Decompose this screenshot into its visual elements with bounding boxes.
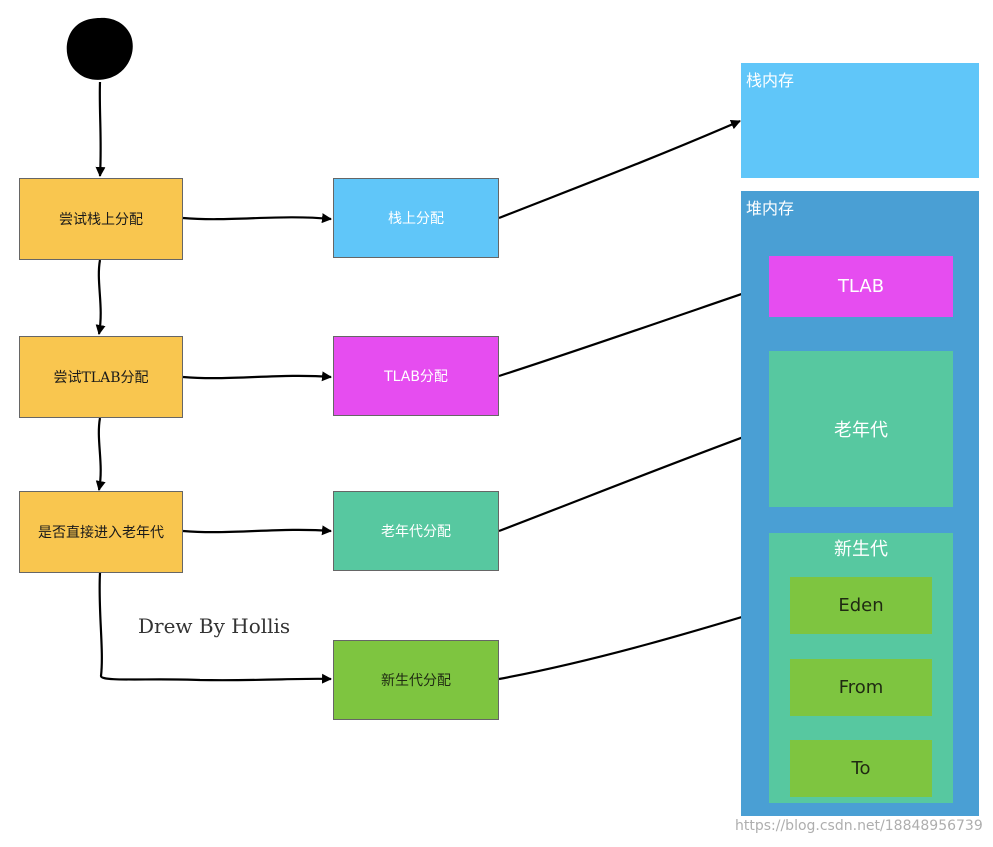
stack-memory-label: 栈内存 bbox=[746, 71, 795, 90]
decision-step-old-gen: 是否直接进入老年代 bbox=[19, 491, 183, 573]
tlab-area: TLAB bbox=[769, 256, 953, 317]
alloc-step-old-gen: 老年代分配 bbox=[333, 491, 499, 571]
to-area-label: To bbox=[851, 758, 871, 779]
arrow-step3-to-young-alloc bbox=[98, 572, 332, 684]
old-gen-area-label: 老年代 bbox=[834, 420, 888, 441]
arrow-step3-to-old-alloc bbox=[182, 525, 332, 536]
alloc-step-young-gen: 新生代分配 bbox=[333, 640, 499, 720]
arrow-step1-to-step2 bbox=[95, 259, 106, 335]
to-area: To bbox=[790, 740, 932, 797]
arrow-step2-to-step3 bbox=[95, 417, 106, 491]
alloc-step-tlab-label: TLAB分配 bbox=[384, 369, 448, 385]
young-gen-area-label: 新生代 bbox=[834, 539, 888, 560]
alloc-step-stack-label: 栈上分配 bbox=[388, 211, 444, 227]
tlab-area-label: TLAB bbox=[837, 276, 885, 297]
arrow-step2-to-tlab-alloc bbox=[182, 371, 332, 382]
alloc-step-young-gen-label: 新生代分配 bbox=[381, 673, 451, 689]
arrow-start-to-step1 bbox=[95, 81, 106, 177]
alloc-step-stack: 栈上分配 bbox=[333, 178, 499, 258]
stack-memory-region: 栈内存 bbox=[741, 63, 979, 178]
eden-area: Eden bbox=[790, 577, 932, 634]
decision-step-tlab-label: 尝试TLAB分配 bbox=[53, 370, 149, 386]
watermark-text: https://blog.csdn.net/18848956739 bbox=[735, 818, 983, 834]
arrow-tlab-alloc-to-tlab bbox=[498, 283, 769, 378]
arrow-stack-alloc-to-stack-memory bbox=[498, 119, 741, 220]
decision-step-tlab: 尝试TLAB分配 bbox=[19, 336, 183, 418]
from-area: From bbox=[790, 659, 932, 716]
decision-step-stack-label: 尝试栈上分配 bbox=[59, 212, 143, 228]
alloc-step-old-gen-label: 老年代分配 bbox=[381, 524, 451, 540]
old-gen-area: 老年代 bbox=[769, 351, 953, 507]
arrow-step1-to-stack-alloc bbox=[182, 213, 332, 224]
start-node bbox=[66, 17, 133, 80]
from-area-label: From bbox=[838, 677, 884, 698]
eden-area-label: Eden bbox=[838, 595, 884, 616]
alloc-step-tlab: TLAB分配 bbox=[333, 336, 499, 416]
author-signature: Drew By Hollis bbox=[138, 614, 291, 638]
decision-step-old-gen-label: 是否直接进入老年代 bbox=[38, 525, 164, 541]
decision-step-stack: 尝试栈上分配 bbox=[19, 178, 183, 260]
arrow-old-alloc-to-old-gen bbox=[498, 426, 769, 533]
heap-memory-label: 堆内存 bbox=[746, 199, 795, 218]
